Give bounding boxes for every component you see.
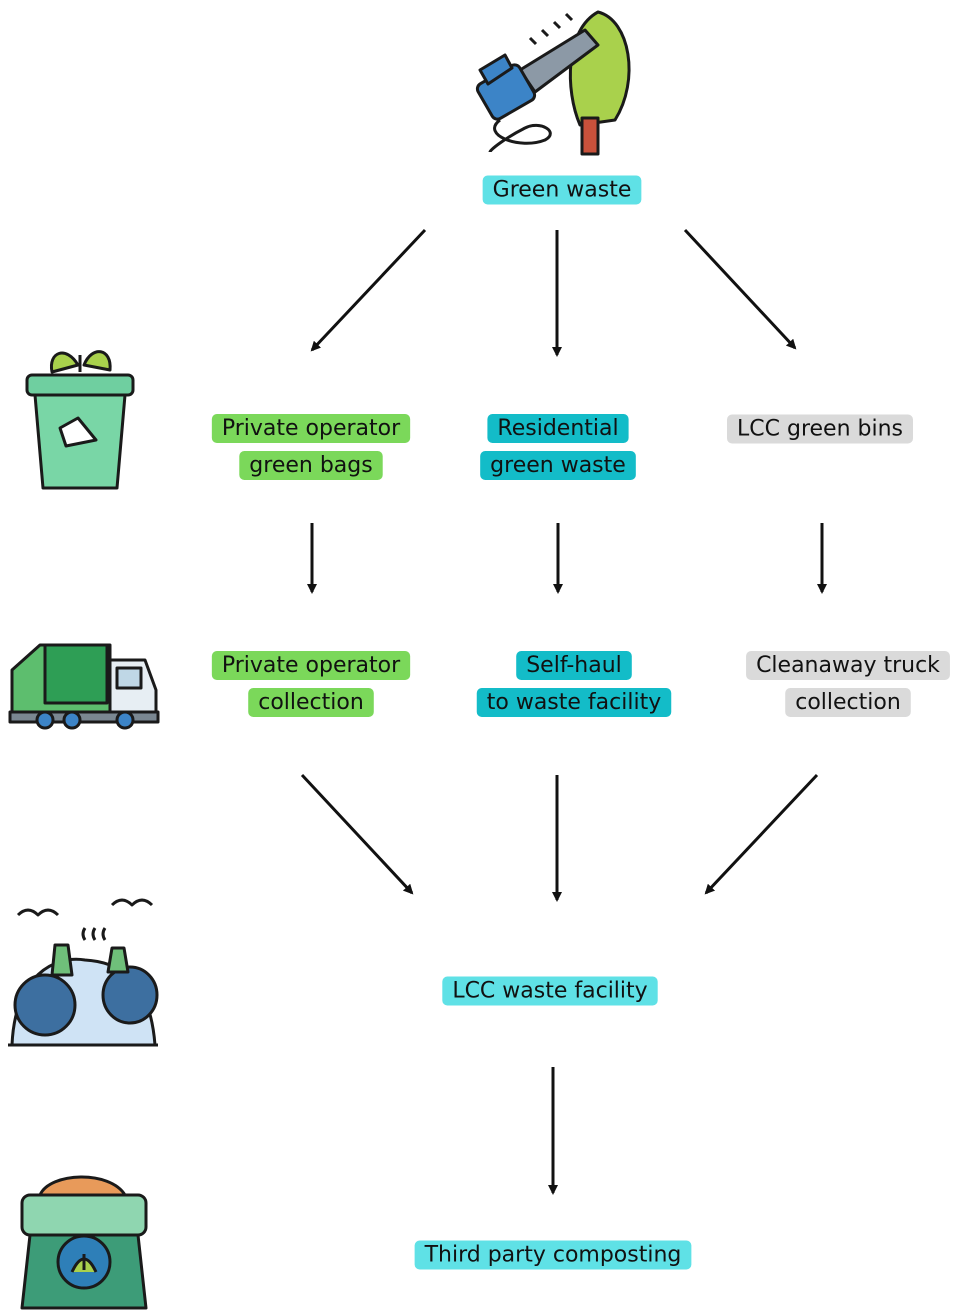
node-label-background	[746, 651, 950, 680]
arrow-private-collection-to-facility	[300, 773, 414, 895]
garbage-truck-icon	[8, 643, 160, 730]
node-composting: Third party composting	[414, 1240, 692, 1270]
node-label-line: LCC waste facility	[452, 979, 647, 1004]
node-label-line: LCC green bins	[737, 417, 903, 442]
node-label-line: Third party composting	[424, 1243, 682, 1268]
node-label-line: Green waste	[493, 178, 632, 203]
node-label-line: collection	[258, 690, 364, 715]
node-cleanaway: Cleanaway truck collection	[746, 651, 950, 717]
node-residential: Residential green waste	[480, 414, 636, 480]
node-label-background	[785, 688, 911, 717]
chainsaw-tree-icon	[475, 10, 631, 156]
node-label-line: Private operator	[222, 416, 401, 441]
node-label-background	[239, 451, 383, 480]
arrow-green-waste-to-lcc-bins	[683, 228, 797, 350]
node-label-background	[248, 688, 374, 717]
node-label-background	[482, 175, 642, 205]
arrow-green-waste-to-private-bags	[310, 228, 427, 352]
node-label-background	[414, 1240, 692, 1270]
node-label-line: Private operator	[222, 653, 401, 678]
node-green-waste: Green waste	[482, 175, 642, 205]
node-label-line: Self-haul	[526, 653, 622, 678]
landfill-icon	[8, 898, 159, 1047]
node-label-background	[476, 688, 672, 717]
node-label-line: Residential	[497, 416, 618, 441]
node-label-background	[211, 414, 411, 443]
node-label-line: Cleanaway truck	[756, 653, 940, 678]
node-label-line: green waste	[490, 453, 626, 478]
node-private-bags: Private operator green bags	[211, 414, 411, 480]
node-self-haul: Self-haul to waste facility	[476, 651, 672, 717]
edge-layer	[300, 228, 827, 1195]
node-label-background	[727, 414, 913, 444]
node-label-background	[516, 651, 632, 680]
node-label-background	[480, 451, 636, 480]
node-label-background	[211, 651, 411, 680]
compost-bin-icon	[25, 350, 135, 490]
node-lcc-bins: LCC green bins	[727, 414, 913, 444]
node-label-background	[487, 414, 629, 443]
node-facility: LCC waste facility	[442, 976, 658, 1006]
node-label-line: collection	[795, 690, 901, 715]
node-label-line: to waste facility	[487, 690, 661, 715]
compost-sack-icon	[20, 1175, 148, 1310]
node-label-line: green bags	[249, 453, 372, 478]
arrow-cleanaway-to-facility	[704, 773, 819, 895]
node-label-background	[442, 976, 658, 1006]
node-private-collection: Private operator collection	[211, 651, 411, 717]
